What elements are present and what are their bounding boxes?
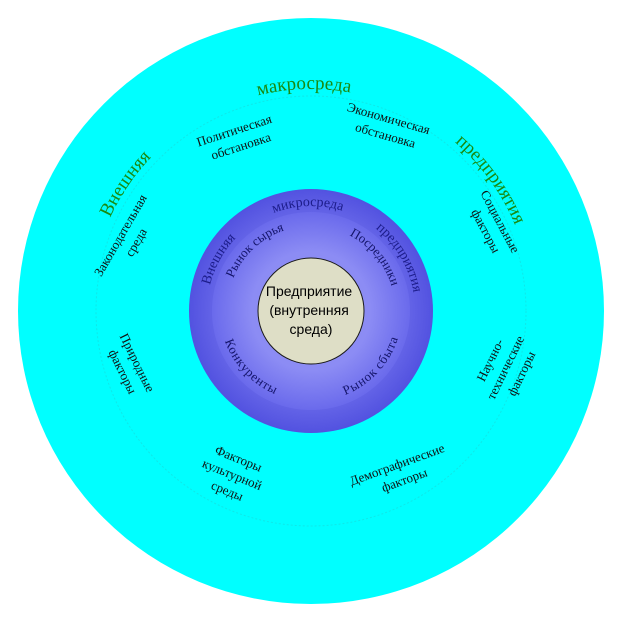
micro-title: микросреда <box>270 195 346 217</box>
core-line: Предприятие <box>266 283 352 299</box>
core-line: (внутренняя <box>269 302 348 318</box>
core-circle <box>257 257 365 365</box>
macro-ring-inner-edge <box>95 95 527 527</box>
micro-title-word-2: микросреда <box>270 195 346 217</box>
core-line: среда) <box>290 321 333 337</box>
core-label: Предприятие (внутренняя среда) <box>266 283 356 337</box>
